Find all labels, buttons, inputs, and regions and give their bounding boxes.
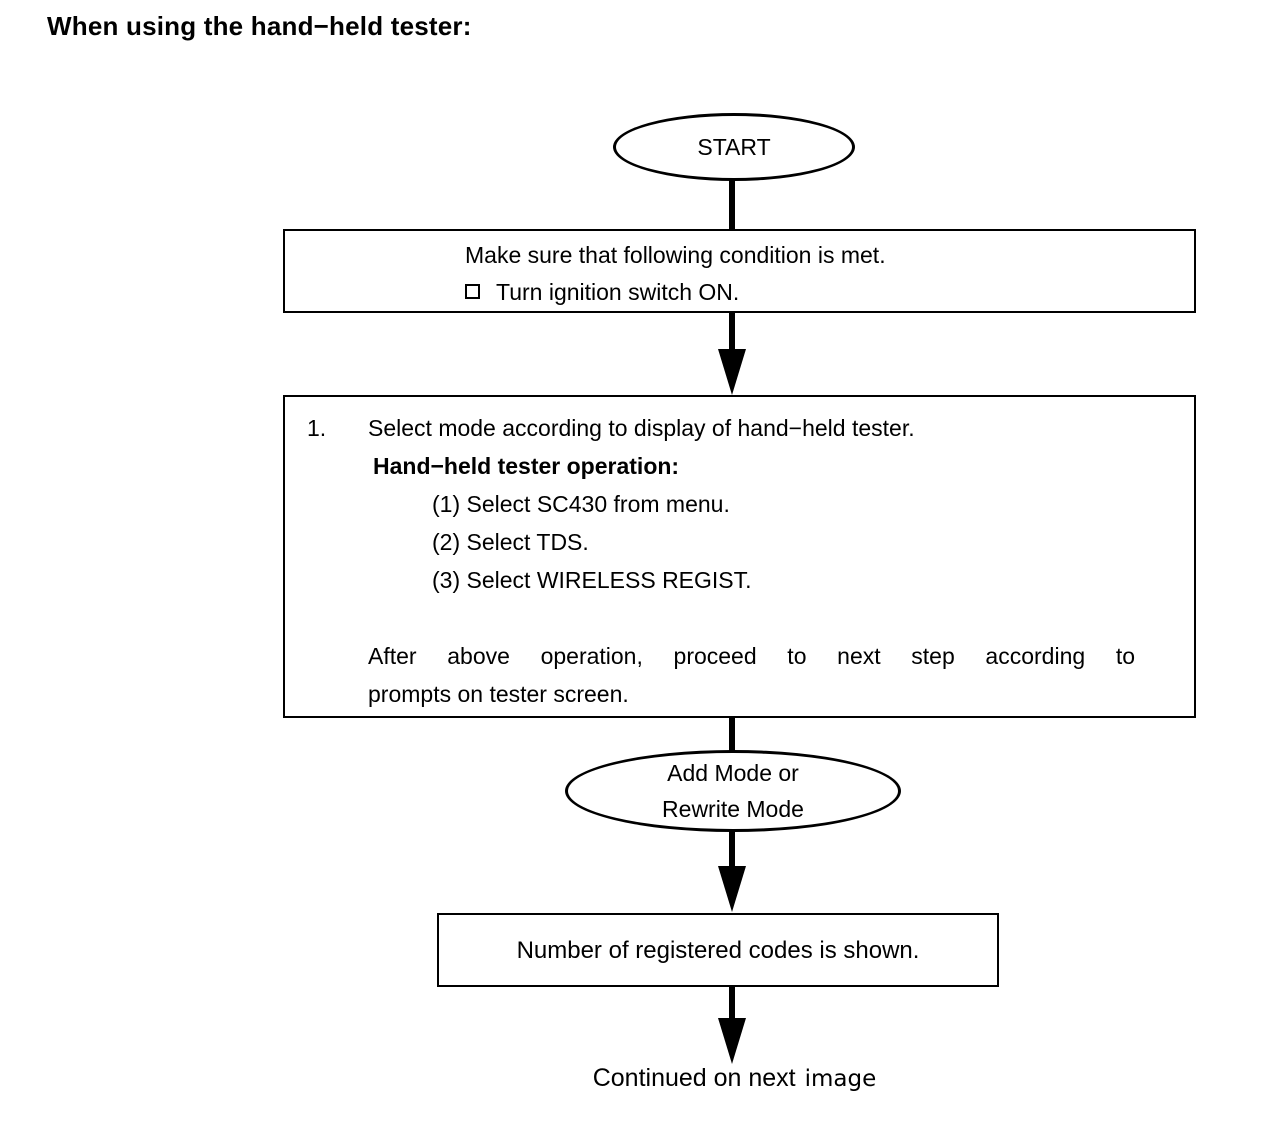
connector-line-result-to-footer (729, 987, 735, 1020)
page-title: When using the hand−held tester: (47, 11, 472, 41)
step-instruction-row: 1. Select mode according to display of h… (285, 409, 1194, 447)
step-instruction: Select mode according to display of hand… (368, 415, 915, 441)
arrow-down-icon (718, 866, 746, 912)
step-number: 1. (307, 415, 327, 441)
connector-line-step-to-mode (729, 717, 735, 753)
condition-box: Make sure that following condition is me… (283, 229, 1196, 313)
step-box: 1. Select mode according to display of h… (283, 395, 1196, 718)
condition-checkbox-label: Turn ignition switch ON. (496, 279, 740, 305)
arrow-down-icon (718, 349, 746, 395)
result-box: Number of registered codes is shown. (437, 913, 999, 987)
step-note-line-1: After above operation, proceed to next s… (368, 643, 1135, 669)
condition-checkbox-line: Turn ignition switch ON. (465, 274, 1184, 311)
step-substep-1: (1) Select SC430 from menu. (432, 491, 730, 517)
step-subtitle: Hand−held tester operation: (373, 453, 680, 479)
step-note-line-2: prompts on tester screen. (368, 681, 629, 707)
mode-ellipse: Add Mode or Rewrite Mode (565, 750, 901, 832)
checkbox-icon (465, 284, 480, 299)
step-substep-3: (3) Select WIRELESS REGIST. (432, 567, 752, 593)
start-terminal: START (613, 113, 855, 181)
continued-note: Continued on next image (452, 1064, 1017, 1093)
mode-label-line-2: Rewrite Mode (662, 796, 804, 822)
step-substep-2: (2) Select TDS. (432, 529, 589, 555)
result-label: Number of registered codes is shown. (516, 936, 920, 964)
connector-line-condition-to-step (729, 312, 735, 351)
start-label: START (697, 134, 771, 160)
connector-line-start-to-condition (729, 180, 735, 230)
connector-line-mode-to-result (729, 831, 735, 868)
condition-line: Make sure that following condition is me… (465, 242, 886, 268)
continued-note-prefix: Continued on next (592, 1064, 796, 1092)
step-note: After above operation, proceed to next s… (368, 637, 1135, 713)
arrow-down-icon (718, 1018, 746, 1064)
continued-note-suffix: image (804, 1066, 877, 1092)
mode-label-line-1: Add Mode or (667, 760, 799, 786)
